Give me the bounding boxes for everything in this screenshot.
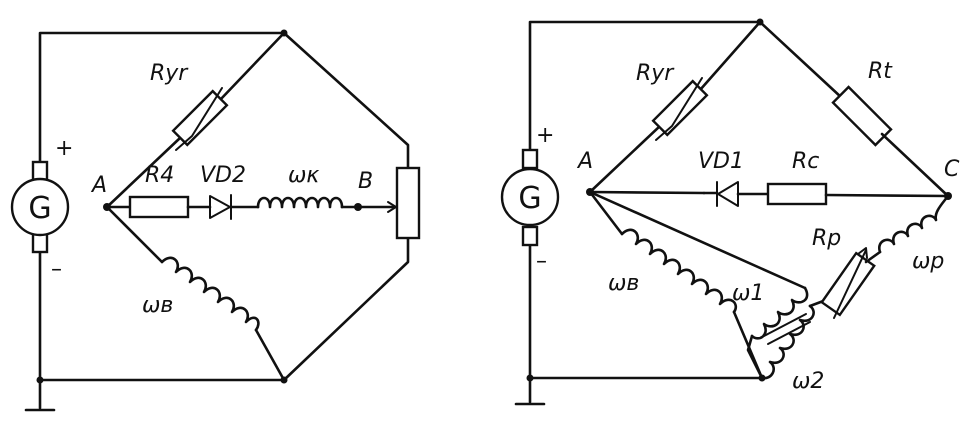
right-label-w1: ω1 — [732, 281, 764, 306]
right-label-vd1: VD1 — [698, 149, 744, 174]
right-wire-a-to-ryg — [588, 124, 662, 194]
right-wire-rc-to-c — [824, 193, 950, 198]
left-resistor-r4 — [128, 195, 190, 219]
left-generator-symbol — [10, 177, 70, 237]
left-potentiometer — [395, 166, 421, 240]
right-node-top — [756, 18, 764, 26]
left-label-wk: ωκ — [288, 163, 319, 188]
right-wire-w1-to-bottom — [746, 334, 764, 380]
left-label-a: A — [90, 173, 107, 198]
left-circuit: G + – Ryr R4 VD2 ωκ B — [10, 29, 421, 412]
right-node-a — [586, 188, 594, 196]
right-label-wv: ωв — [608, 271, 639, 296]
right-coil-wp — [878, 194, 950, 254]
right-coil-wv — [620, 228, 738, 314]
left-label-b: B — [358, 169, 373, 194]
right-bottom-wire — [528, 243, 764, 380]
right-node-c — [944, 192, 952, 200]
right-wire-a-to-wv — [588, 190, 624, 236]
right-thermistor-ryg — [651, 77, 709, 141]
left-node-a — [103, 203, 111, 211]
right-label-rt: Rt — [868, 59, 893, 84]
right-generator-symbol — [500, 167, 560, 227]
right-resistor-rt — [831, 85, 893, 147]
left-thermistor-ryg — [171, 87, 229, 151]
left-generator-minus: – — [51, 257, 62, 282]
left-node-top — [280, 29, 288, 37]
left-generator-label: G — [28, 191, 51, 226]
right-label-rc: Rc — [792, 149, 819, 174]
right-wire-vd1-to-rc — [702, 191, 770, 196]
left-generator-bottom-terminal — [31, 232, 49, 254]
left-label-ryg: Ryr — [150, 61, 189, 86]
right-generator-label: G — [518, 181, 541, 216]
right-label-c: C — [944, 157, 960, 182]
right-coil-w2 — [760, 304, 815, 380]
right-wire-a-to-w1 — [588, 190, 807, 290]
left-coil-wv — [160, 256, 260, 332]
right-node-bottom — [758, 374, 766, 382]
right-label-ryg: Ryr — [636, 61, 675, 86]
right-label-a: A — [576, 149, 593, 174]
right-resistor-rc — [766, 182, 828, 206]
left-generator-top-terminal — [31, 160, 49, 182]
right-generator-plus: + — [536, 123, 554, 148]
left-node-ground — [36, 376, 44, 384]
right-wire-rp-to-wp — [864, 250, 882, 264]
right-wire-ryg-to-top — [698, 20, 762, 92]
left-top-wire — [38, 31, 286, 164]
right-node-ground — [526, 374, 534, 382]
right-top-wire — [528, 20, 762, 152]
left-label-vd2: VD2 — [200, 163, 246, 188]
left-label-wv: ωв — [142, 293, 173, 318]
left-coil-wk — [256, 196, 344, 209]
right-variable-resistor-rp — [820, 247, 876, 319]
left-wire-a-to-ryg — [105, 136, 182, 209]
left-node-b — [354, 203, 362, 211]
right-label-wp: ωp — [912, 249, 944, 274]
left-wire-top-to-right — [282, 31, 410, 170]
left-node-bottom — [280, 376, 288, 384]
right-wire-a-to-vd1 — [588, 190, 706, 195]
left-wire-wv-to-bottom — [254, 328, 286, 382]
right-label-w2: ω2 — [792, 369, 824, 394]
left-wire-a-to-wv — [105, 205, 164, 264]
right-wire-top-to-rt — [758, 20, 844, 100]
right-diode-vd1 — [716, 181, 739, 207]
left-wire-right-to-bottom — [282, 236, 410, 382]
right-generator-minus: – — [536, 249, 547, 274]
right-coil-w1 — [750, 286, 809, 340]
left-wire-ryg-to-top — [218, 31, 286, 102]
right-generator-top-terminal — [521, 148, 539, 170]
right-circuit: G + – Ryr Rt VD1 Rc ωв — [500, 18, 960, 406]
left-diode-vd2 — [209, 194, 232, 220]
left-generator-plus: + — [55, 136, 73, 161]
right-generator-bottom-terminal — [521, 225, 539, 247]
right-label-rp: Rp — [812, 226, 841, 251]
left-label-r4: R4 — [145, 163, 174, 188]
right-wire-rt-to-c — [880, 132, 950, 198]
